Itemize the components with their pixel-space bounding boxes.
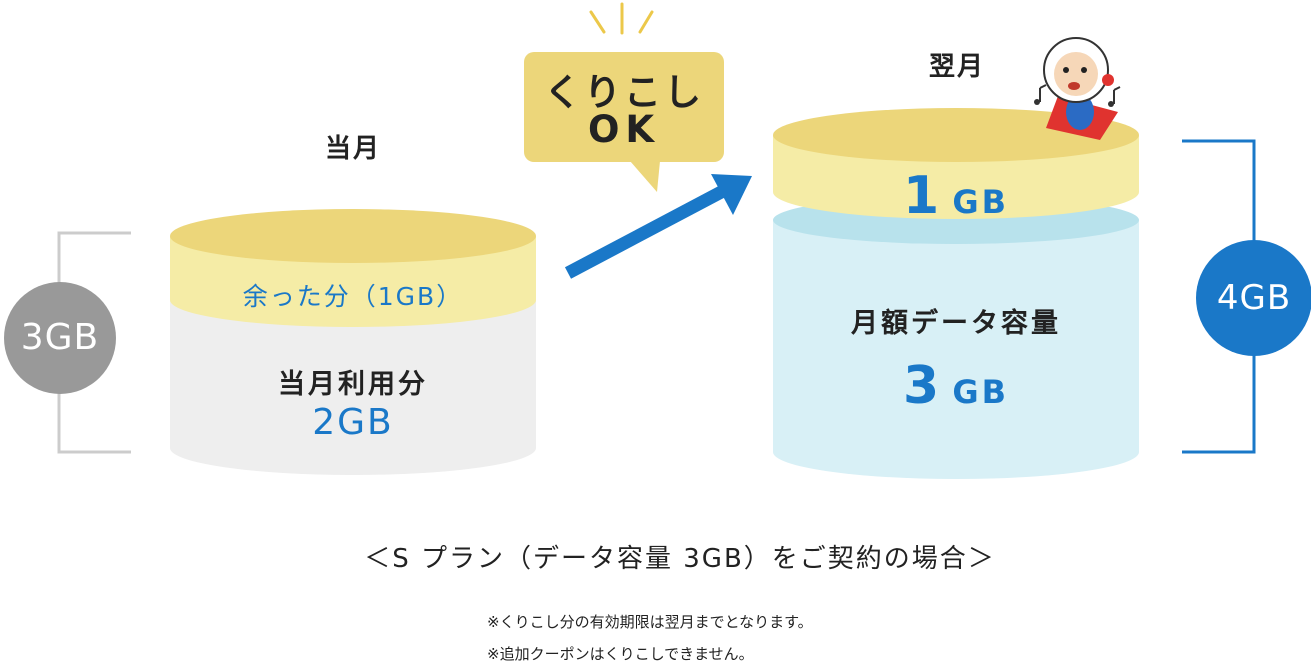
footnote-coupon: ※追加クーポンはくりこしできません。: [487, 645, 754, 663]
used-value: 2GB: [312, 402, 394, 443]
used-label: 当月利用分: [278, 369, 428, 400]
monthly-value: 3: [903, 356, 940, 416]
mascot-icon: [1034, 37, 1121, 140]
used-segment: [170, 300, 536, 475]
next-month-title: 翌月: [928, 52, 985, 82]
leftover-label: 余った分（1GB）: [242, 282, 464, 311]
right-total-badge: [1196, 240, 1311, 356]
left-total-badge-text: 3GB: [20, 317, 100, 358]
footnote-expiry: ※くりこし分の有効期限は翌月までとなります。: [487, 613, 813, 631]
monthly-amount: 3 GB: [773, 356, 1139, 416]
current-month-cylinder: [170, 209, 536, 475]
current-month-title: 当月: [324, 134, 381, 164]
monthly-segment: [773, 220, 1139, 479]
carried-unit: GB: [952, 183, 1009, 221]
carried-amount: 1 GB: [773, 166, 1139, 226]
monthly-label: 月額データ容量: [851, 308, 1061, 339]
footnotes: ※くりこし分の有効期限は翌月までとなります。 ※追加クーポンはくりこしできません…: [487, 606, 813, 670]
plan-caption: ＜S プラン（データ容量 3GB）をご契約の場合＞: [364, 544, 996, 574]
carried-top: [773, 108, 1139, 162]
left-total-badge: [4, 282, 116, 394]
next-month-cylinder: [773, 108, 1139, 479]
right-total-badge-text: 4GB: [1216, 278, 1292, 318]
spark-icon: [589, 2, 654, 35]
monthly-unit: GB: [952, 373, 1009, 411]
callout-bubble: [524, 52, 724, 192]
callout-line2: OK: [587, 108, 661, 151]
carry-over-arrow: [564, 174, 752, 279]
carried-value: 1: [903, 166, 940, 226]
leftover-top: [170, 209, 536, 263]
callout-line1: くりこし: [544, 71, 704, 114]
